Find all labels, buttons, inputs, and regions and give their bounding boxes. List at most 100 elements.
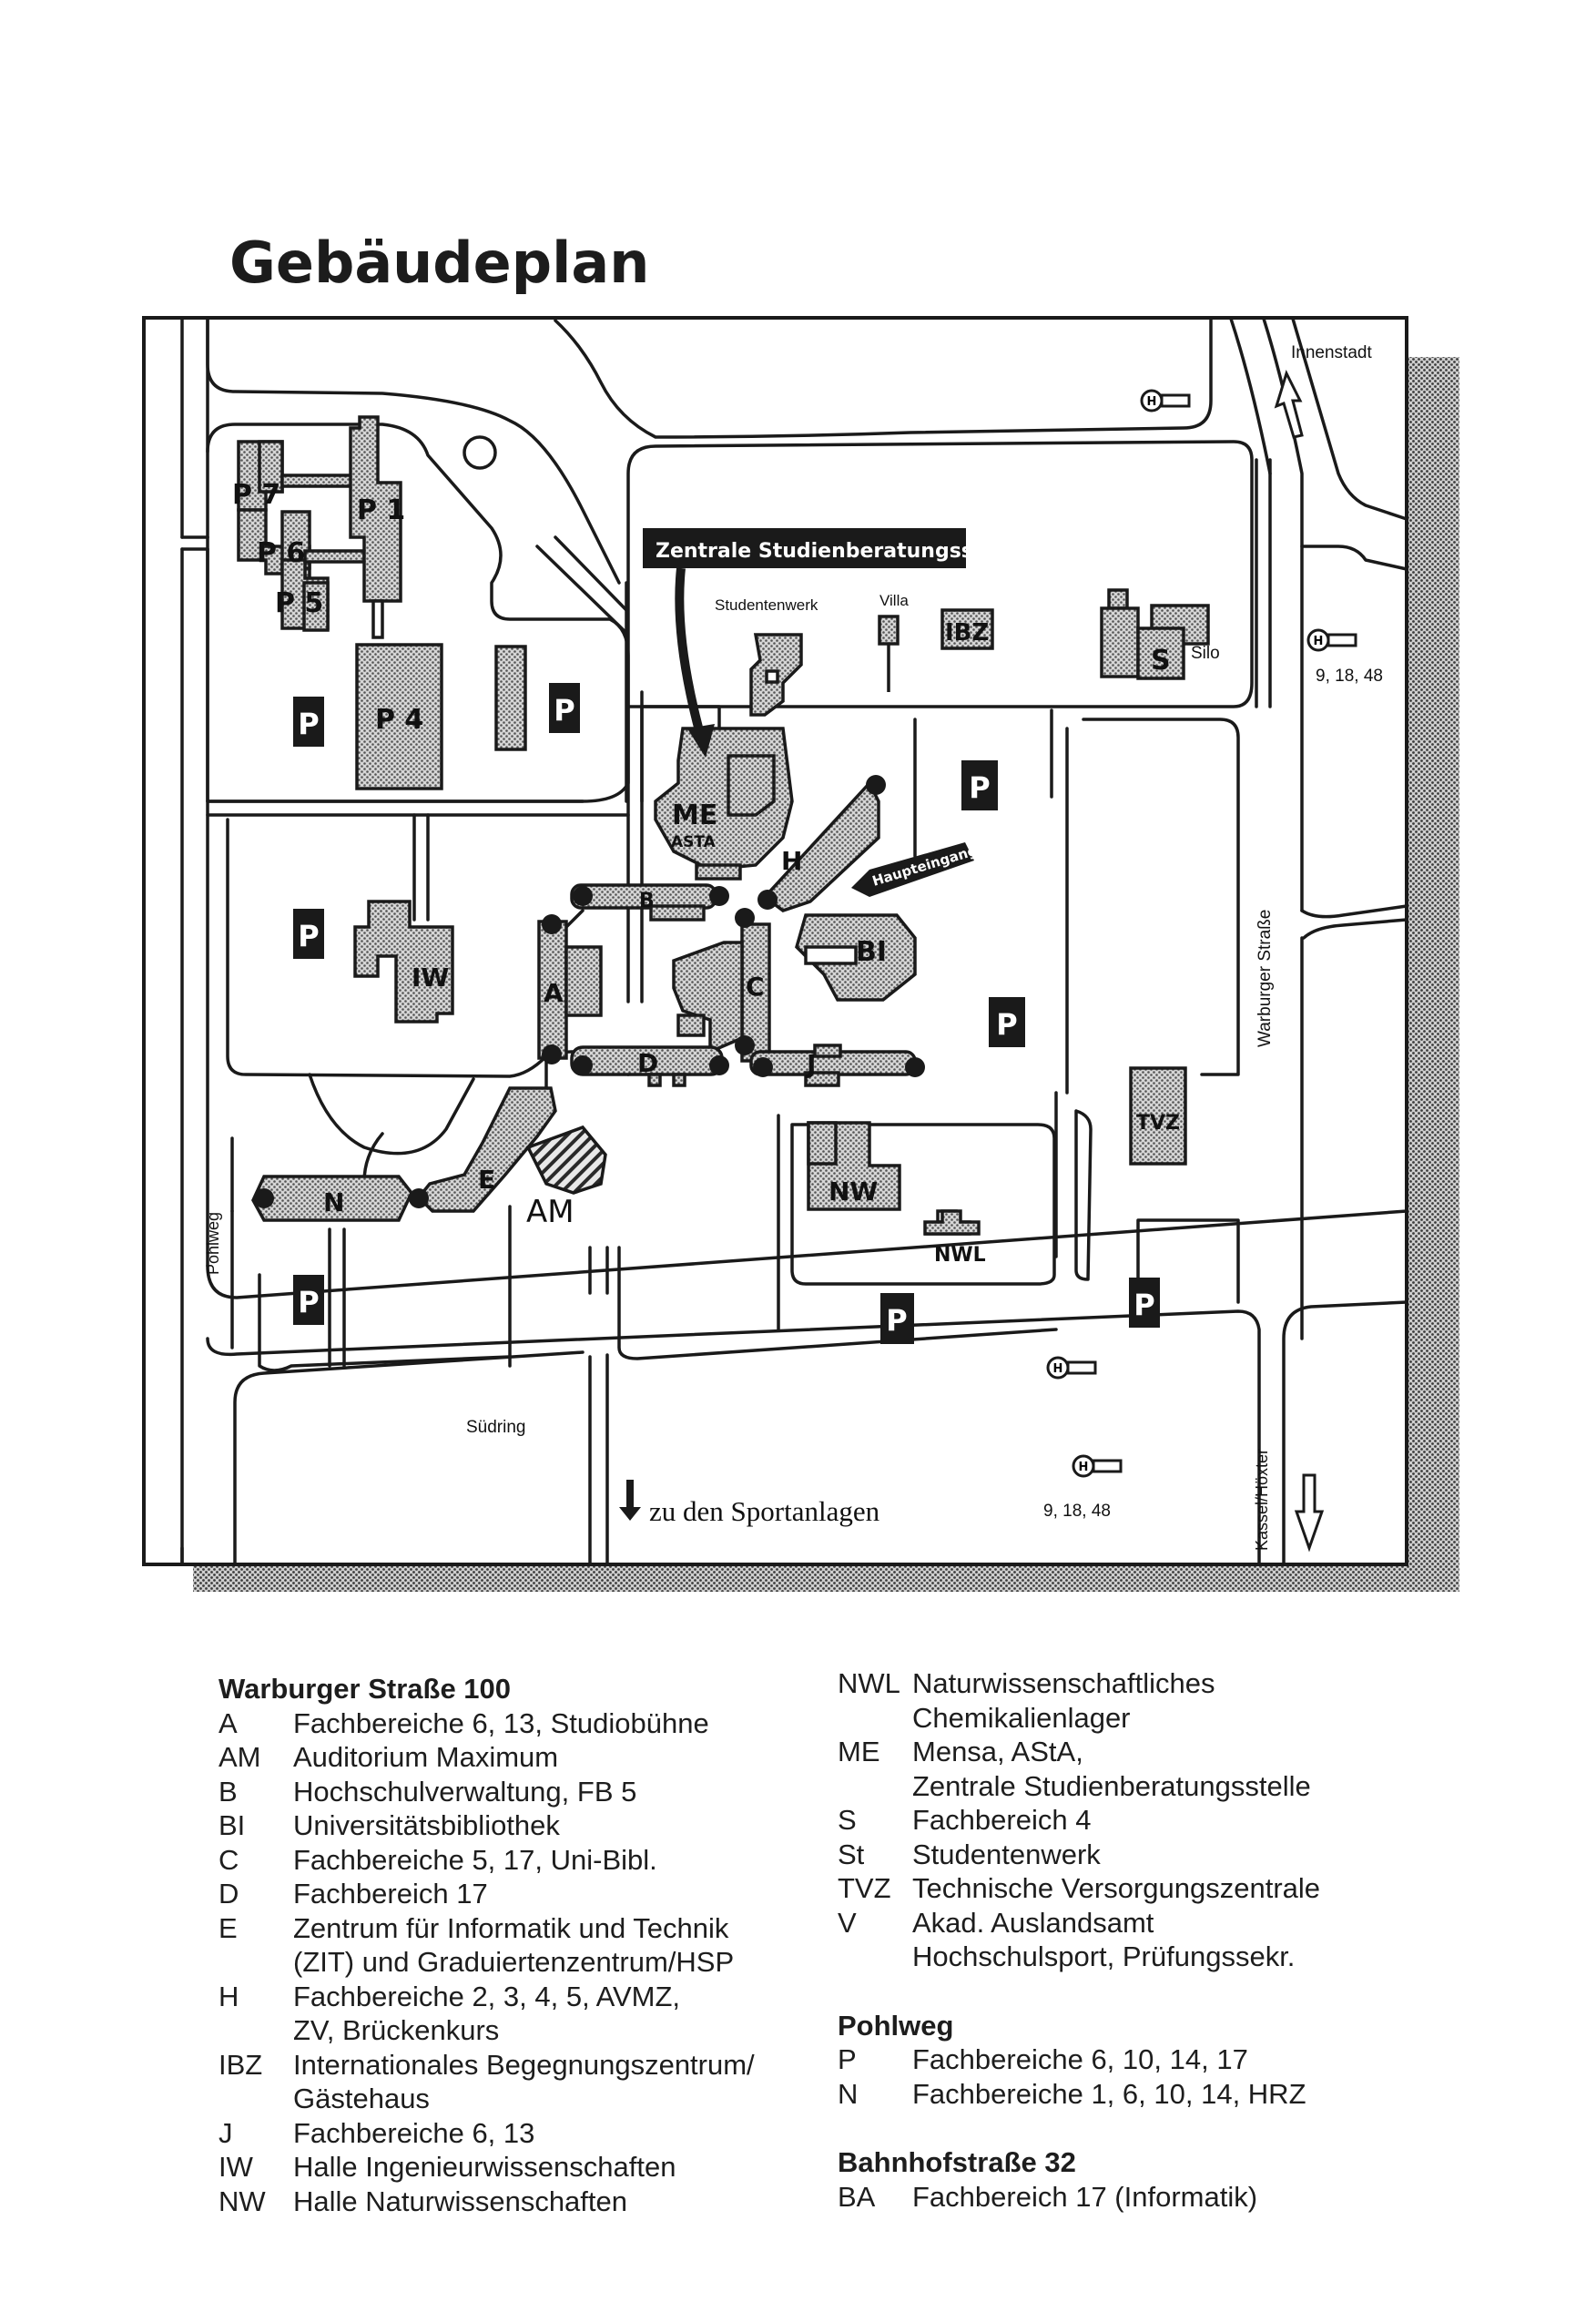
- label-c: C: [746, 972, 765, 1002]
- label-iw: IW: [412, 962, 449, 993]
- legend-code: [838, 1769, 912, 1804]
- legend-description: Naturwissenschaftliches: [912, 1667, 1215, 1699]
- building-d-annex: [647, 1073, 662, 1087]
- parking-icon: P: [293, 1275, 324, 1325]
- label-p7: P 7: [232, 479, 280, 511]
- label-ibz: IBZ: [945, 619, 989, 647]
- label-kassel-hoexter: Kassel/Höxter: [1253, 1449, 1271, 1551]
- legend-entry: J Fachbereiche 6, 13: [219, 2116, 755, 2151]
- legend-description: Zentrale Studienberatungsstelle: [912, 1769, 1311, 1802]
- legend-code: V: [838, 1906, 857, 1939]
- bus-stop-icon: H: [1046, 1356, 1097, 1380]
- label-nw: NW: [828, 1176, 878, 1207]
- building-am: [525, 1125, 607, 1195]
- parking-icon: P: [293, 697, 324, 747]
- legend-entry: ME Mensa, AStA,: [838, 1735, 1320, 1769]
- legend-code: AM: [219, 1741, 261, 1773]
- legend-code: D: [219, 1878, 239, 1910]
- building-p4: [355, 643, 443, 790]
- svg-text:P: P: [969, 770, 990, 805]
- building-s-west: [1100, 606, 1140, 678]
- legend-description: Hochschulsport, Prüfungssekr.: [912, 1940, 1296, 1972]
- building-iw: [353, 900, 454, 1024]
- legend-description: (ZIT) und Graduiertenzentrum/HSP: [293, 1946, 735, 1978]
- map-shadow: [193, 357, 1459, 1592]
- legend-entry: AM Auditorium Maximum: [219, 1740, 755, 1775]
- legend-description: Fachbereiche 6, 13, Studiobühne: [293, 1706, 709, 1739]
- legend-description: Fachbereiche 5, 17, Uni-Bibl.: [293, 1843, 657, 1876]
- label-p5: P 5: [275, 587, 323, 619]
- legend-description: Auditorium Maximum: [293, 1741, 559, 1773]
- legend-code: IW: [219, 2151, 253, 2183]
- legend-code: J: [219, 2116, 233, 2149]
- legend-code: C: [219, 1843, 239, 1876]
- legend-description: Fachbereiche 6, 13: [293, 2116, 535, 2149]
- label-tvz: TVZ: [1136, 1112, 1180, 1135]
- building-ibz: [940, 608, 994, 650]
- legend-code: NW: [219, 2185, 266, 2217]
- legend-description: Fachbereiche 2, 3, 4, 5, AVMZ,: [293, 1980, 681, 2012]
- label-e: E: [478, 1165, 495, 1195]
- legend-description: Studentenwerk: [912, 1838, 1101, 1870]
- legend-description: Chemikalienlager: [912, 1701, 1131, 1734]
- building-b-annex: [649, 904, 706, 922]
- legend-heading-warburger: Warburger Straße 100: [219, 1673, 512, 1705]
- legend-entry: D Fachbereich 17: [219, 1877, 755, 1911]
- label-b: B: [639, 890, 655, 912]
- buildings: [237, 415, 1210, 1236]
- svg-text:Zentrale Studienberatungsstell: Zentrale Studienberatungsstelle: [656, 540, 1023, 563]
- legend-code: ME: [838, 1736, 880, 1767]
- map-frame: [142, 316, 1408, 1566]
- road-network: [180, 317, 1408, 1566]
- legend-description: Mensa, AStA,: [912, 1736, 1083, 1767]
- bus-stop-icon: H: [1306, 628, 1357, 652]
- label-suedring: Südring: [466, 1418, 526, 1437]
- legend-description: Akad. Auslandsamt: [912, 1906, 1154, 1939]
- studentenwerk-core: [765, 669, 779, 684]
- legend-code: [219, 1945, 293, 1980]
- building-j-annex: [804, 1071, 840, 1087]
- legend-entry: (ZIT) und Graduiertenzentrum/HSP: [219, 1945, 755, 1980]
- building-e: [416, 1086, 557, 1213]
- legend-entry: Zentrale Studienberatungsstelle: [838, 1769, 1320, 1804]
- building-c-annex: [676, 1013, 706, 1037]
- legend-description: Hochschulverwaltung, FB 5: [293, 1775, 637, 1808]
- connection-nodes: [254, 775, 925, 1208]
- arrow-down-sport-icon: [619, 1480, 641, 1521]
- legend-code: St: [838, 1838, 865, 1870]
- svg-text:P: P: [298, 919, 319, 953]
- bridge: [303, 549, 366, 564]
- legend-description: Fachbereich 17 (Informatik): [912, 2180, 1258, 2213]
- building-bi-inner: [804, 945, 858, 965]
- label-studentenwerk: Studentenwerk: [715, 596, 818, 614]
- legend-entry: St Studentenwerk: [838, 1838, 1320, 1872]
- label-pohlweg: Pohlweg: [204, 1212, 222, 1275]
- legend-entry: C Fachbereiche 5, 17, Uni-Bibl.: [219, 1843, 755, 1878]
- building-s: [1136, 626, 1185, 680]
- svg-text:H: H: [1147, 395, 1157, 409]
- label-j: J: [805, 1049, 816, 1079]
- legend-description: Halle Naturwissenschaften: [293, 2185, 628, 2217]
- legend-description: Technische Versorgungszentrale: [912, 1872, 1321, 1904]
- legend-code: B: [219, 1775, 238, 1808]
- legend-code: [219, 2013, 293, 2048]
- label-bus-lines: 9, 18, 48: [1316, 667, 1383, 686]
- legend-entry: B Hochschulverwaltung, FB 5: [219, 1775, 755, 1809]
- svg-text:P: P: [298, 707, 319, 741]
- svg-text:H: H: [1079, 1461, 1089, 1474]
- legend-entry: NW Halle Naturwissenschaften: [219, 2185, 755, 2219]
- legend-description: Fachbereiche 1, 6, 10, 14, HRZ: [912, 2077, 1306, 2110]
- building-p7: [237, 440, 284, 512]
- legend-code: S: [838, 1804, 857, 1836]
- legend-description: Fachbereich 17: [293, 1878, 488, 1910]
- legend-description: Internationales Begegnungszentrum/: [293, 2048, 755, 2081]
- building-tvz: [1129, 1066, 1187, 1166]
- svg-text:P: P: [298, 1285, 319, 1319]
